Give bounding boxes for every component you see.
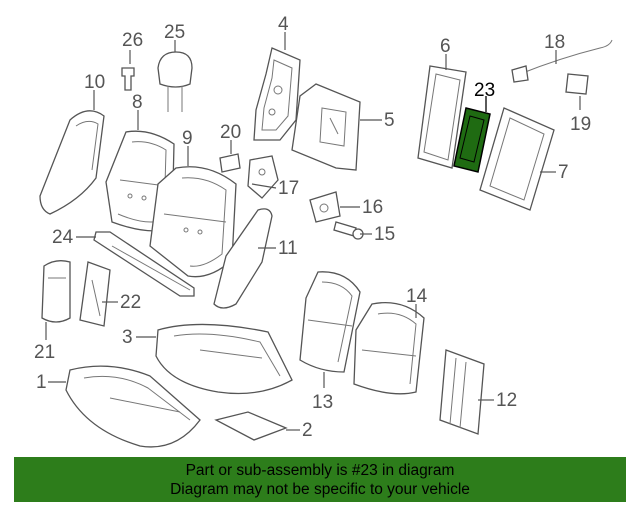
callout-18: 18 <box>544 32 565 53</box>
callout-9: 9 <box>182 128 193 149</box>
part-24-rail <box>93 231 195 297</box>
part-13-seatback-right <box>299 271 361 373</box>
part-1-seat-cushion <box>65 365 201 448</box>
part-16-latch <box>309 191 341 223</box>
callout-16: 16 <box>362 197 383 218</box>
callout-8: 8 <box>132 92 143 113</box>
callout-3: 3 <box>122 327 133 348</box>
callout-12: 12 <box>496 390 517 411</box>
part-5-back-panel <box>291 83 361 171</box>
parts-diagram: 26 25 4 5 10 8 9 20 17 16 15 11 24 22 21… <box>34 14 613 448</box>
part-14-seatback-cover <box>353 301 425 395</box>
callout-20: 20 <box>220 122 241 143</box>
part-6-panel <box>417 65 467 169</box>
callout-25: 25 <box>164 22 185 43</box>
part-11-side-trim <box>213 208 273 309</box>
callout-21: 21 <box>34 342 55 363</box>
part-4-seatback-frame <box>253 47 301 141</box>
part-19-connector <box>565 73 589 95</box>
info-banner: Part or sub-assembly is #23 in diagram D… <box>14 457 626 502</box>
callout-4: 4 <box>278 14 289 35</box>
callout-7: 7 <box>558 162 569 183</box>
part-2-pad <box>214 411 288 441</box>
part-3-cushion-pad <box>155 323 293 395</box>
part-17-bracket <box>247 155 279 199</box>
callout-13: 13 <box>312 392 333 413</box>
callout-15: 15 <box>374 224 395 245</box>
callout-22: 22 <box>120 292 141 313</box>
callout-23: 23 <box>474 80 495 101</box>
part-7-panel <box>479 107 555 211</box>
callout-17: 17 <box>278 178 299 199</box>
callout-24: 24 <box>52 227 74 248</box>
callout-11: 11 <box>278 238 298 259</box>
callout-19: 19 <box>570 114 591 135</box>
part-23-highlighted <box>453 107 491 173</box>
part-22-armrest-bracket <box>79 261 111 327</box>
part-21-armrest <box>41 260 71 323</box>
part-15-bolt <box>333 221 364 240</box>
callout-2: 2 <box>302 420 313 441</box>
banner-line-2: Diagram may not be specific to your vehi… <box>170 481 470 498</box>
callout-26: 26 <box>122 30 143 51</box>
callout-5: 5 <box>384 110 395 131</box>
callout-10: 10 <box>84 72 105 93</box>
part-12-mat <box>439 349 485 435</box>
banner-line-1: Part or sub-assembly is #23 in diagram <box>185 462 455 479</box>
part-18-wire <box>511 39 613 83</box>
part-9-seatback-center <box>149 166 237 278</box>
callout-14: 14 <box>406 286 428 307</box>
callout-6: 6 <box>440 36 451 57</box>
part-20-clip <box>219 153 241 173</box>
part-10-side-bolster <box>39 110 105 215</box>
part-26-clip <box>121 67 135 91</box>
callout-1: 1 <box>36 372 47 393</box>
part-25-headrest <box>157 51 193 112</box>
